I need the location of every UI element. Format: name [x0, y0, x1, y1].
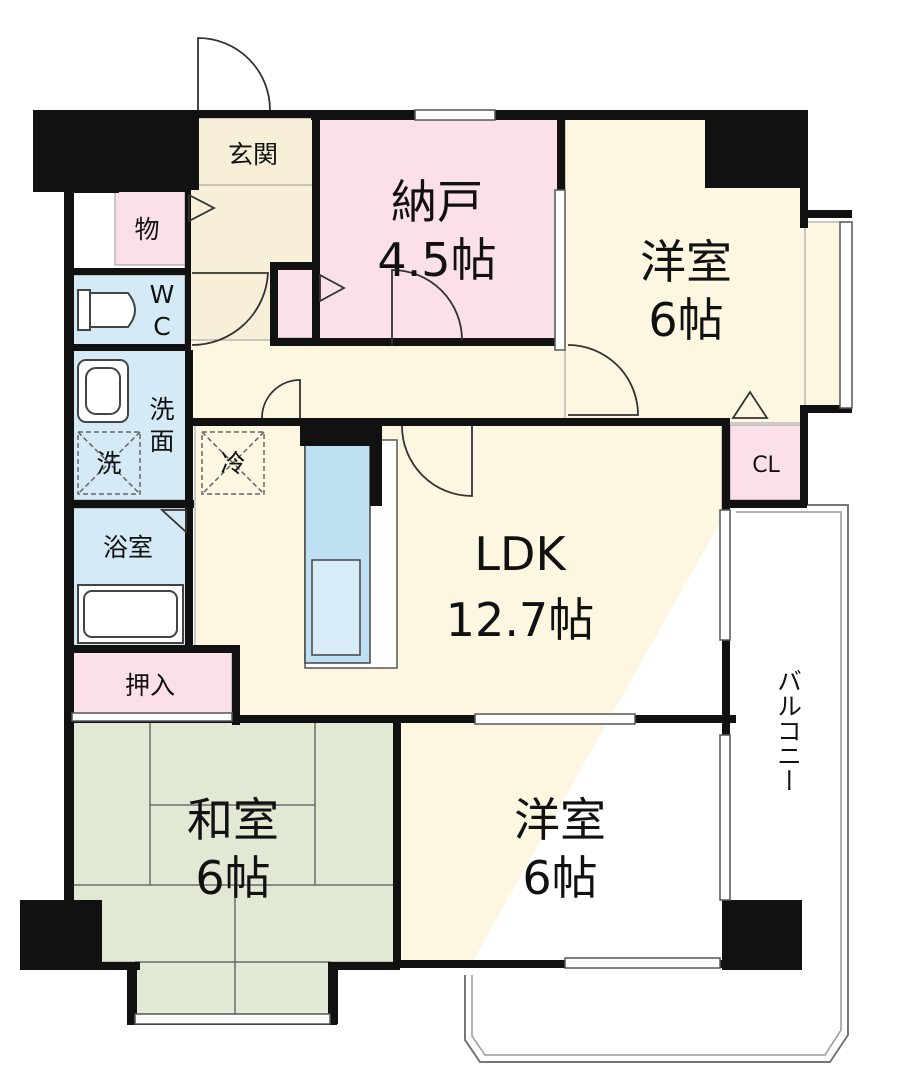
- label-washroom-2: 面: [149, 427, 174, 456]
- label-washitsu-size: 6帖: [195, 851, 270, 905]
- nando-door-icon: [391, 269, 463, 345]
- label-entrance: 玄関: [228, 140, 278, 169]
- oshiire-floor: [71, 651, 233, 717]
- entrance-floor: [194, 117, 316, 189]
- label-oshiire: 押入: [125, 671, 175, 700]
- fixtures: [77, 289, 398, 669]
- washer-space-icon: [77, 431, 141, 495]
- label-washer: 洗: [96, 449, 121, 478]
- label-cl: CL: [752, 453, 780, 478]
- label-nando-size: 4.5帖: [377, 233, 496, 287]
- bath-door-icon: [159, 509, 187, 535]
- windows: [71, 109, 853, 1025]
- ldk-floor: [194, 424, 723, 718]
- label-washroom-1: 洗: [149, 395, 174, 424]
- label-wc-c: C: [153, 312, 170, 341]
- ldk-door-icon: [401, 425, 473, 497]
- label-wc-w: W: [150, 280, 175, 309]
- label-ldk-name: LDK: [474, 527, 567, 581]
- closet-mono-floor: [114, 189, 186, 266]
- label-bath: 浴室: [103, 533, 153, 562]
- nando-closet-floor: [275, 267, 319, 339]
- label-western-ne-name: 洋室: [640, 235, 732, 289]
- wc-door-icon: [191, 272, 269, 346]
- fridge-space-icon: [201, 431, 265, 495]
- label-ldk-size: 12.7帖: [446, 593, 594, 647]
- bathtub-icon: [77, 584, 184, 644]
- washroom-door-icon: [261, 379, 301, 419]
- label-western-ne-size: 6帖: [648, 293, 723, 347]
- corridor-floor: [184, 339, 566, 426]
- label-washitsu-name: 和室: [187, 793, 279, 847]
- doors: [159, 37, 769, 535]
- nando-floor: [317, 117, 559, 344]
- western-ne-door-icon: [567, 344, 639, 416]
- label-nando-name: 納戸: [391, 175, 483, 229]
- closet-door-icon: [188, 193, 216, 223]
- cl-floor: [729, 424, 803, 501]
- sink-icon: [77, 359, 129, 423]
- toilet-icon: [77, 289, 136, 331]
- labels: 玄関 物 W C 洗 面 洗 冷 浴室 押入 CL 納戸 4.5帖 洋室 6帖 …: [96, 140, 802, 905]
- floor-fills: [71, 117, 851, 1018]
- walls: [20, 110, 852, 1025]
- washitsu-bay-floor: [134, 961, 332, 1018]
- nando-closet-door-icon: [319, 273, 346, 303]
- entrance-door-icon: [197, 37, 271, 111]
- label-western-se-size: 6帖: [522, 851, 597, 905]
- cl-door-icon: [731, 390, 769, 419]
- label-closet-mono: 物: [134, 215, 159, 244]
- kitchen-counter-icon: [300, 426, 398, 669]
- label-balcony: バルコニー: [774, 668, 803, 793]
- label-western-se-name: 洋室: [514, 793, 606, 847]
- label-fridge: 冷: [220, 449, 245, 478]
- tatami-lines: [72, 722, 397, 1017]
